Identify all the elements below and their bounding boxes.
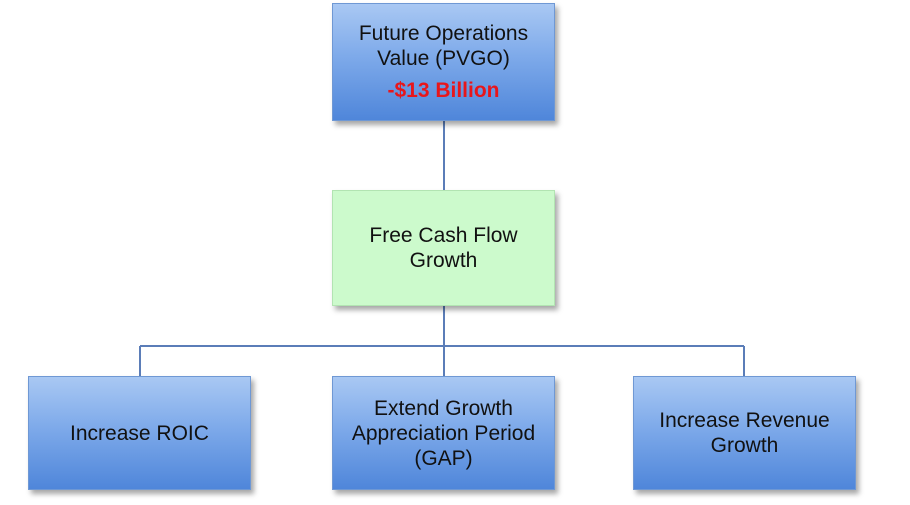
increase-revenue-line1: Increase Revenue	[659, 409, 830, 432]
increase-revenue-growth-node: Increase Revenue Growth	[633, 376, 856, 490]
increase-roic-node: Increase ROIC	[28, 376, 251, 490]
free-cash-flow-growth-node: Free Cash Flow Growth	[332, 190, 555, 306]
pvgo-node: Future Operations Value (PVGO) -$13 Bill…	[332, 3, 555, 121]
extend-gap-line1: Extend Growth	[374, 396, 513, 420]
increase-revenue-line2: Growth	[710, 434, 779, 457]
fcf-growth-line1: Free Cash Flow	[369, 224, 518, 247]
increase-roic-label: Increase ROIC	[70, 421, 209, 445]
extend-gap-node: Extend Growth Appreciation Period (GAP)	[332, 376, 555, 490]
pvgo-value: -$13 Billion	[387, 79, 500, 102]
pvgo-title-line1: Future Operations	[358, 22, 529, 45]
pvgo-title-line2: Value (PVGO)	[377, 47, 510, 70]
fcf-growth-line2: Growth	[409, 249, 478, 272]
extend-gap-line3: (GAP)	[414, 446, 473, 470]
extend-gap-line2: Appreciation Period	[351, 421, 536, 445]
